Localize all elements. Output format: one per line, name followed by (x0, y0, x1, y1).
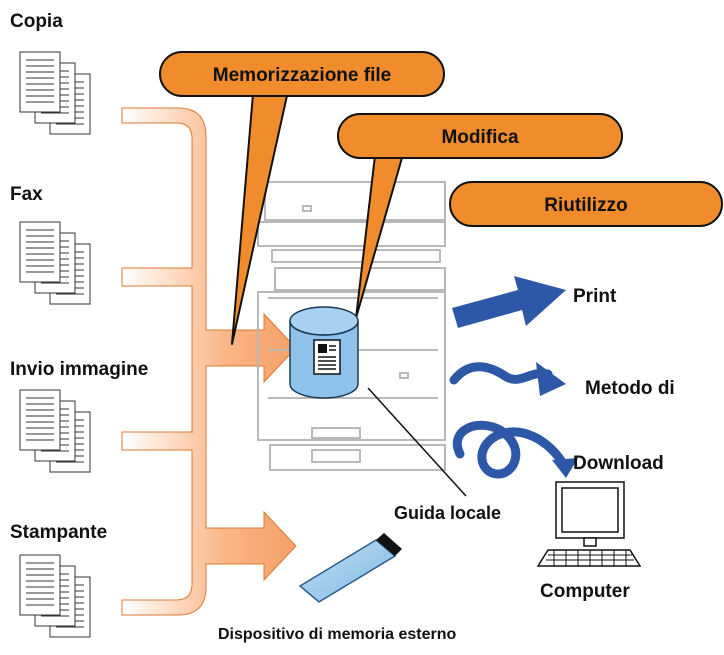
input-bracket-arrow (121, 107, 297, 616)
source-label-copy: Copia (10, 11, 63, 32)
stored-document-icon (313, 339, 341, 375)
source-label-send-image: Invio immagine (10, 359, 148, 380)
svg-text:Modifica: Modifica (441, 127, 518, 148)
reuse-label-transfer: Metodo di (585, 378, 675, 399)
document-stack-icon (19, 51, 91, 135)
transfer-arrow-icon (449, 362, 553, 385)
svg-text:Riutilizzo: Riutilizzo (544, 195, 627, 216)
document-stack-icon (19, 554, 91, 638)
multifunction-printer (257, 181, 446, 471)
document-stack-icon (19, 389, 91, 473)
reuse-label-print: Print (573, 286, 617, 307)
download-arrow-head (552, 458, 578, 478)
callout-reuse: Riutilizzo (449, 181, 723, 227)
local-drive-label: Guida locale (394, 503, 501, 523)
source-label-fax: Fax (10, 184, 43, 205)
computer-icon (536, 481, 642, 567)
callout-store-file: Memorizzazione file (159, 51, 445, 345)
computer-label: Computer (540, 581, 630, 602)
svg-text:Memorizzazione file: Memorizzazione file (213, 65, 391, 86)
external-memory-label: Dispositivo di memoria esterno (218, 626, 457, 643)
local-drive-leader (367, 387, 467, 497)
print-arrow-icon (452, 276, 566, 328)
transfer-arrow-head (536, 362, 566, 396)
reuse-label-download: Download (573, 453, 664, 474)
external-memory-icon (298, 533, 402, 603)
document-stack-icon (19, 221, 91, 305)
source-label-printer: Stampante (10, 522, 107, 543)
download-arrow-icon (452, 420, 567, 479)
